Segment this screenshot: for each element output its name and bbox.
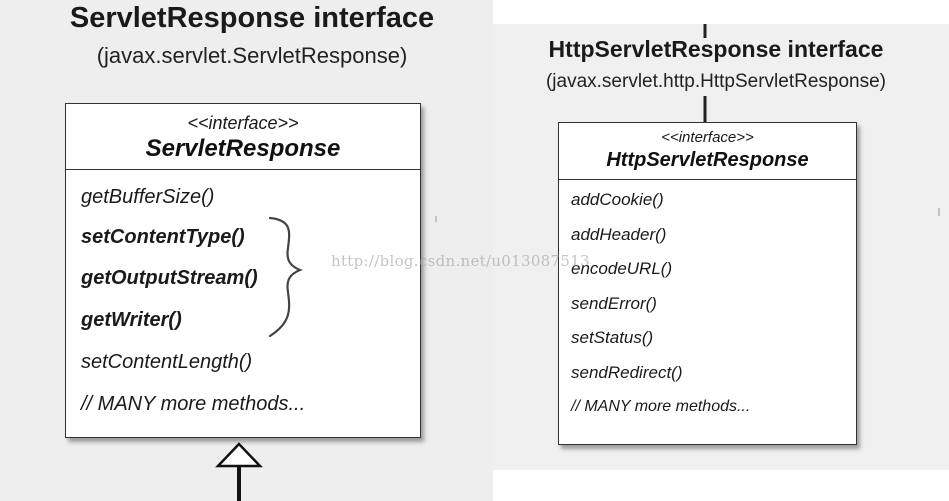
http-servlet-response-subtitle: (javax.servlet.http.HttpServletResponse) — [545, 71, 887, 92]
method-encode-url: encodeURL() — [571, 259, 673, 278]
servlet-response-class-name: ServletResponse — [145, 135, 341, 162]
inheritance-arrow-head — [215, 442, 263, 468]
method-set-content-length: setContentLength() — [81, 351, 253, 373]
group-brace — [268, 216, 303, 338]
method-many-more: // MANY more methods... — [81, 393, 306, 415]
method-get-writer: getWriter() — [81, 309, 182, 331]
servlet-response-subtitle: (javax.servlet.ServletResponse) — [96, 43, 408, 68]
servlet-response-stereotype: <<interface>> — [187, 113, 299, 133]
method-get-buffer-size: getBufferSize() — [81, 186, 215, 208]
method-send-error: sendError() — [571, 293, 657, 313]
servlet-response-class-header: <<interface>> ServletResponse — [66, 104, 420, 170]
servlet-response-title: ServletResponse interface — [69, 2, 435, 34]
servlet-response-method-list: getBufferSize() setContentType() getOutp… — [66, 170, 420, 429]
method-get-output-stream: getOutputStream() — [81, 267, 258, 289]
http-servlet-response-title: HttpServletResponse interface — [548, 36, 884, 62]
http-servlet-response-method-list: addCookie() addHeader() encodeURL() send… — [559, 180, 856, 429]
http-servlet-response-class-header: <<interface>> HttpServletResponse — [559, 123, 856, 180]
watermark-text: http://blog.csdn.net/u013087513 — [331, 252, 590, 270]
servlet-response-class-box: <<interface>> ServletResponse getBufferS… — [65, 103, 421, 438]
method-send-redirect: sendRedirect() — [571, 362, 683, 382]
method-many-more-http: // MANY more methods... — [571, 398, 751, 415]
method-add-header: addHeader() — [571, 224, 667, 244]
http-servlet-response-stereotype: <<interface>> — [661, 129, 754, 146]
method-set-status: setStatus() — [571, 328, 654, 347]
http-servlet-response-class-name: HttpServletResponse — [606, 149, 809, 171]
method-set-content-type: setContentType() — [81, 226, 245, 248]
http-servlet-response-class-box: <<interface>> HttpServletResponse addCoo… — [558, 122, 857, 445]
method-add-cookie: addCookie() — [571, 190, 664, 209]
